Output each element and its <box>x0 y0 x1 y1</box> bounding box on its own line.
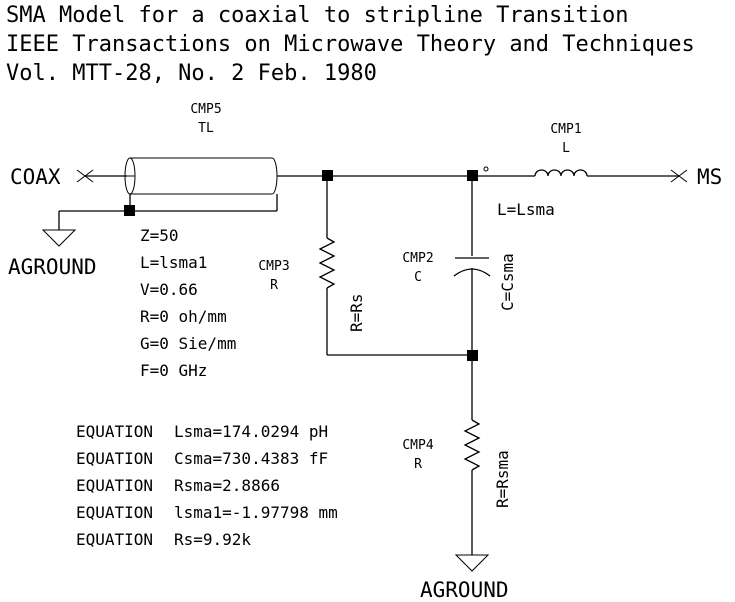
cmp5-id: CMP5 <box>190 102 221 117</box>
ground-symbol-left <box>41 229 77 247</box>
cmp4-type: R <box>414 457 422 472</box>
cmp1-type: L <box>562 141 570 156</box>
title-line-1: SMA Model for a coaxial to stripline Tra… <box>6 3 629 28</box>
equation-keyword: EQUATION <box>76 530 153 549</box>
cmp5-param: Z=50 <box>140 226 179 245</box>
cmp4-value: R=Rsma <box>493 450 512 508</box>
equation-expr: Lsma=174.0294 pH <box>174 422 328 441</box>
equation-expr: Rsma=2.8866 <box>174 476 280 495</box>
cmp3-type: R <box>270 278 278 293</box>
transmission-line-cmp5[interactable] <box>124 157 278 195</box>
equation-keyword: EQUATION <box>76 449 153 468</box>
cmp3-id: CMP3 <box>258 259 289 274</box>
resistor-cmp3[interactable] <box>318 237 336 289</box>
node-tl-ground[interactable] <box>124 205 135 216</box>
equation-keyword: EQUATION <box>76 503 153 522</box>
equation-expr: lsma1=-1.97798 mm <box>174 503 338 522</box>
equation-expr: Rs=9.92k <box>174 530 251 549</box>
node-junction-top[interactable] <box>467 170 478 181</box>
cmp5-param: L=lsma1 <box>140 253 207 272</box>
cmp1-value: L=Lsma <box>497 200 555 219</box>
node-tl-out[interactable] <box>322 170 333 181</box>
cmp5-param: F=0 GHz <box>140 361 207 380</box>
cmp5-type: TL <box>198 121 214 136</box>
equation-expr: Csma=730.4383 fF <box>174 449 328 468</box>
title-line-3: Vol. MTT-28, No. 2 Feb. 1980 <box>6 61 377 86</box>
port-label-ms: MS <box>697 165 722 189</box>
equation-keyword: EQUATION <box>76 422 153 441</box>
title-line-2: IEEE Transactions on Microwave Theory an… <box>6 32 695 57</box>
cmp5-param: R=0 oh/mm <box>140 307 227 326</box>
node-marker <box>483 166 489 172</box>
cmp2-id: CMP2 <box>402 251 433 266</box>
equation-block: EQUATION Lsma=174.0294 pH EQUATION Csma=… <box>76 422 338 549</box>
port-ms-symbol[interactable] <box>670 169 688 183</box>
cmp5-params: Z=50 L=lsma1 V=0.66 R=0 oh/mm G=0 Sie/mm… <box>140 226 236 380</box>
ground-symbol-bottom <box>454 554 490 572</box>
cmp5-param: G=0 Sie/mm <box>140 334 236 353</box>
cmp2-type: C <box>414 270 422 285</box>
cmp4-id: CMP4 <box>402 438 433 453</box>
cmp1-id: CMP1 <box>550 122 581 137</box>
schematic-title: SMA Model for a coaxial to stripline Tra… <box>6 3 695 86</box>
cmp5-param: V=0.66 <box>140 280 198 299</box>
port-label-coax: COAX <box>10 165 61 189</box>
cmp3-value: R=Rs <box>347 293 366 332</box>
ground-label-left: AGROUND <box>8 255 97 279</box>
ground-label-bottom: AGROUND <box>420 578 509 602</box>
resistor-cmp4[interactable] <box>463 419 481 471</box>
equation-keyword: EQUATION <box>76 476 153 495</box>
cmp2-value: C=Csma <box>498 253 517 311</box>
inductor-cmp1[interactable] <box>534 169 588 177</box>
